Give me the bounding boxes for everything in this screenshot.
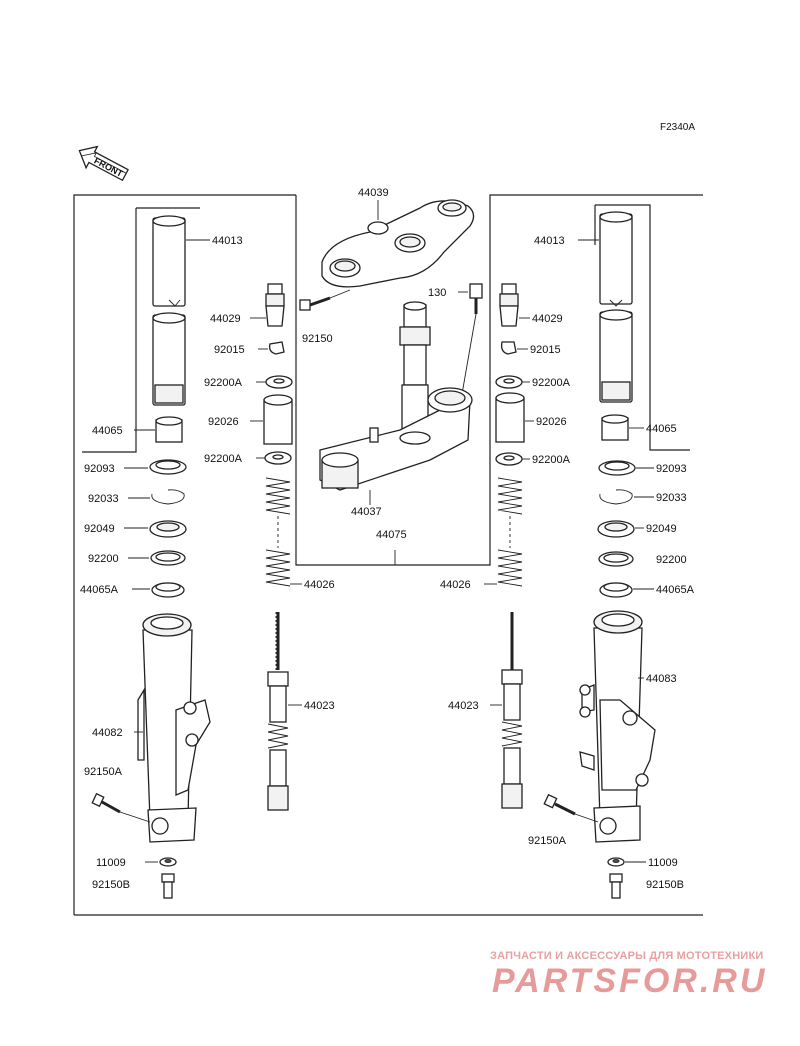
upper-bracket <box>321 199 475 288</box>
left-washer <box>150 550 186 566</box>
left-outer-tube <box>137 613 211 843</box>
right-bolt-150a <box>543 793 576 816</box>
left-collar-label: 92026 <box>208 416 239 428</box>
right-bushing-lower-label: 44065A <box>656 584 695 596</box>
steering-stem-label: 44037 <box>351 506 382 518</box>
left-bolt-top-label: 44029 <box>210 313 241 325</box>
left-spring-label: 44026 <box>304 579 335 591</box>
bolt-130 <box>469 283 483 314</box>
right-clip-label: 92015 <box>530 344 561 356</box>
left-washer-a-bottom-label: 92200A <box>204 453 243 465</box>
right-bolt-top <box>499 283 519 327</box>
left-washer-a-bottom <box>264 451 292 465</box>
left-gasket <box>159 857 177 867</box>
right-bolt-150a-label: 92150A <box>528 835 567 847</box>
right-spring <box>497 477 523 587</box>
right-bushing-upper-label: 44065 <box>646 423 677 435</box>
left-circlip-label: 92033 <box>88 493 119 505</box>
left-washer-a-top-label: 92200A <box>204 377 243 389</box>
watermark-brand: PARTSFOR.RU <box>492 962 768 1000</box>
right-circlip <box>599 489 633 505</box>
front-arrow-icon: FRONT <box>78 145 129 182</box>
left-outer-tube-label: 44082 <box>92 727 123 739</box>
left-frame <box>73 194 703 916</box>
left-inner-tube <box>152 215 186 406</box>
right-circlip-label: 92033 <box>656 492 687 504</box>
left-oil-seal <box>149 520 187 538</box>
left-collar <box>263 394 293 445</box>
left-oil-seal-label: 92049 <box>84 523 115 535</box>
watermark-tagline: ЗАПЧАСТИ И АКСЕССУАРЫ ДЛЯ МОТОТЕХНИКИ <box>490 950 764 962</box>
left-bolt-150a <box>91 792 121 814</box>
left-seal-93 <box>149 459 187 475</box>
left-bolt-150b <box>161 873 175 899</box>
right-inner-tube-label: 44013 <box>534 235 565 247</box>
left-bolt-150a-label: 92150A <box>84 766 123 778</box>
right-gasket-label: 11009 <box>648 857 678 869</box>
right-spring-label: 44026 <box>440 579 471 591</box>
right-washer-a-top-label: 92200A <box>532 377 571 389</box>
right-oil-seal-label: 92049 <box>646 523 677 535</box>
left-bushing-lower-label: 44065A <box>80 584 119 596</box>
right-damper-rod <box>501 612 523 809</box>
right-bolt-top-label: 44029 <box>532 313 563 325</box>
left-circlip <box>151 489 185 505</box>
right-clip <box>500 341 517 355</box>
right-washer-label: 92200 <box>656 554 687 566</box>
left-washer-a-top <box>265 375 293 389</box>
right-washer <box>598 551 634 567</box>
left-bushing-upper-label: 44065 <box>92 425 123 437</box>
right-inner-tube <box>599 211 633 403</box>
pinch-bolt-label: 92150 <box>302 333 333 345</box>
right-collar <box>495 392 525 443</box>
right-bushing-lower <box>599 582 633 598</box>
right-seal-93 <box>598 460 636 476</box>
right-outer-tube-label: 44083 <box>646 673 677 685</box>
right-bolt-150b <box>609 873 623 899</box>
left-clip <box>268 341 285 355</box>
left-seal-93-label: 92093 <box>84 463 115 475</box>
right-washer-a-top <box>495 375 523 389</box>
left-spring <box>265 477 291 587</box>
left-damper-rod <box>267 612 289 811</box>
left-bolt-top <box>265 283 285 327</box>
right-oil-seal <box>597 520 635 538</box>
right-outer-tube <box>579 610 656 843</box>
right-washer-a-bottom-label: 92200A <box>532 454 571 466</box>
stem-assy-label: 44075 <box>376 529 407 541</box>
right-seal-93-label: 92093 <box>656 463 687 475</box>
right-bushing-upper <box>601 414 629 441</box>
left-bushing-lower <box>151 582 185 598</box>
bolt-130-label: 130 <box>428 287 446 299</box>
right-gasket <box>607 857 625 867</box>
left-inner-tube-label: 44013 <box>212 235 243 247</box>
right-washer-a-bottom <box>495 452 523 466</box>
right-damper-rod-label: 44023 <box>448 700 479 712</box>
upper-bracket-label: 44039 <box>358 187 389 199</box>
figure-code: F2340A <box>660 122 695 133</box>
right-bolt-150b-label: 92150B <box>646 879 684 891</box>
steering-stem <box>319 301 473 491</box>
left-washer-label: 92200 <box>88 553 119 565</box>
left-bushing-upper <box>155 416 183 443</box>
right-collar-label: 92026 <box>536 416 567 428</box>
left-clip-label: 92015 <box>214 344 245 356</box>
left-bolt-150b-label: 92150B <box>92 879 130 891</box>
left-gasket-label: 11009 <box>96 857 126 869</box>
pinch-bolt <box>299 296 331 311</box>
left-damper-rod-label: 44023 <box>304 700 335 712</box>
